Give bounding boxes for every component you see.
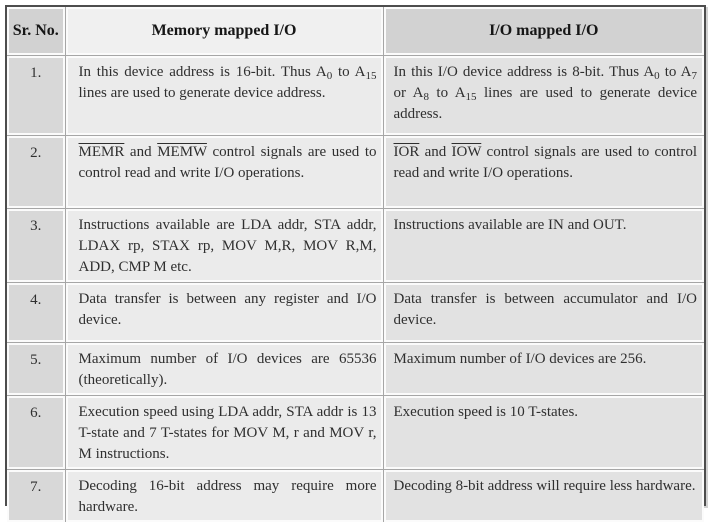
- comparison-table-frame: Sr. No. Memory mapped I/O I/O mapped I/O…: [5, 5, 706, 522]
- sub-text: 15: [365, 69, 377, 82]
- sr-no-cell: 7.: [6, 468, 66, 522]
- sub-text: 7: [691, 69, 698, 82]
- sr-no-cell: 6.: [6, 394, 66, 470]
- sub-text: 8: [423, 90, 429, 103]
- memory-mapped-cell: Instructions available are LDA addr, STA…: [64, 207, 384, 283]
- io-mapped-cell: Data transfer is between accumulator and…: [382, 281, 705, 343]
- over-text: IOR: [393, 143, 420, 160]
- comparison-table-body: 1. In this device address is 16-bit. Thu…: [6, 54, 705, 522]
- sub-text: 0: [326, 69, 333, 82]
- header-sr-no: Sr. No.: [6, 6, 66, 56]
- sub-text: 15: [465, 90, 477, 103]
- header-memory-mapped-io: Memory mapped I/O: [64, 6, 384, 56]
- io-mapped-cell: Execution speed is 10 T-states.: [382, 394, 705, 470]
- table-row: 3. Instructions available are LDA addr, …: [6, 207, 705, 283]
- memory-vs-io-mapped-table: Sr. No. Memory mapped I/O I/O mapped I/O…: [6, 6, 705, 522]
- sr-no-cell: 1.: [6, 54, 66, 136]
- table-row: 5. Maximum number of I/O devices are 655…: [6, 341, 705, 396]
- over-text: MEMR: [78, 143, 125, 160]
- sr-no-cell: 5.: [6, 341, 66, 396]
- over-text: MEMW: [157, 143, 207, 160]
- memory-mapped-cell: MEMR and MEMW control signals are used t…: [64, 134, 384, 209]
- table-row: 7. Decoding 16-bit address may require m…: [6, 468, 705, 522]
- header-io-mapped-io: I/O mapped I/O: [382, 6, 705, 56]
- header-row: Sr. No. Memory mapped I/O I/O mapped I/O: [6, 6, 705, 56]
- table-row: 6. Execution speed using LDA addr, STA a…: [6, 394, 705, 470]
- memory-mapped-cell: Maximum number of I/O devices are 65536 …: [64, 341, 384, 396]
- table-header: Sr. No. Memory mapped I/O I/O mapped I/O: [6, 6, 705, 56]
- table-row: 2. MEMR and MEMW control signals are use…: [6, 134, 705, 209]
- sr-no-cell: 3.: [6, 207, 66, 283]
- sr-no-cell: 4.: [6, 281, 66, 343]
- sr-no-cell: 2.: [6, 134, 66, 209]
- io-mapped-cell: Maximum number of I/O devices are 256.: [382, 341, 705, 396]
- io-mapped-cell: Instructions available are IN and OUT.: [382, 207, 705, 283]
- io-mapped-cell: In this I/O device address is 8-bit. Thu…: [382, 54, 705, 136]
- io-mapped-cell: Decoding 8-bit address will require less…: [382, 468, 705, 522]
- over-text: IOW: [451, 143, 482, 160]
- memory-mapped-cell: In this device address is 16-bit. Thus A…: [64, 54, 384, 136]
- memory-mapped-cell: Data transfer is between any register an…: [64, 281, 384, 343]
- memory-mapped-cell: Decoding 16-bit address may require more…: [64, 468, 384, 522]
- sub-text: 0: [654, 69, 660, 82]
- table-row: 4. Data transfer is between any register…: [6, 281, 705, 343]
- memory-mapped-cell: Execution speed using LDA addr, STA addr…: [64, 394, 384, 470]
- io-mapped-cell: IOR and IOW control signals are used to …: [382, 134, 705, 209]
- table-row: 1. In this device address is 16-bit. Thu…: [6, 54, 705, 136]
